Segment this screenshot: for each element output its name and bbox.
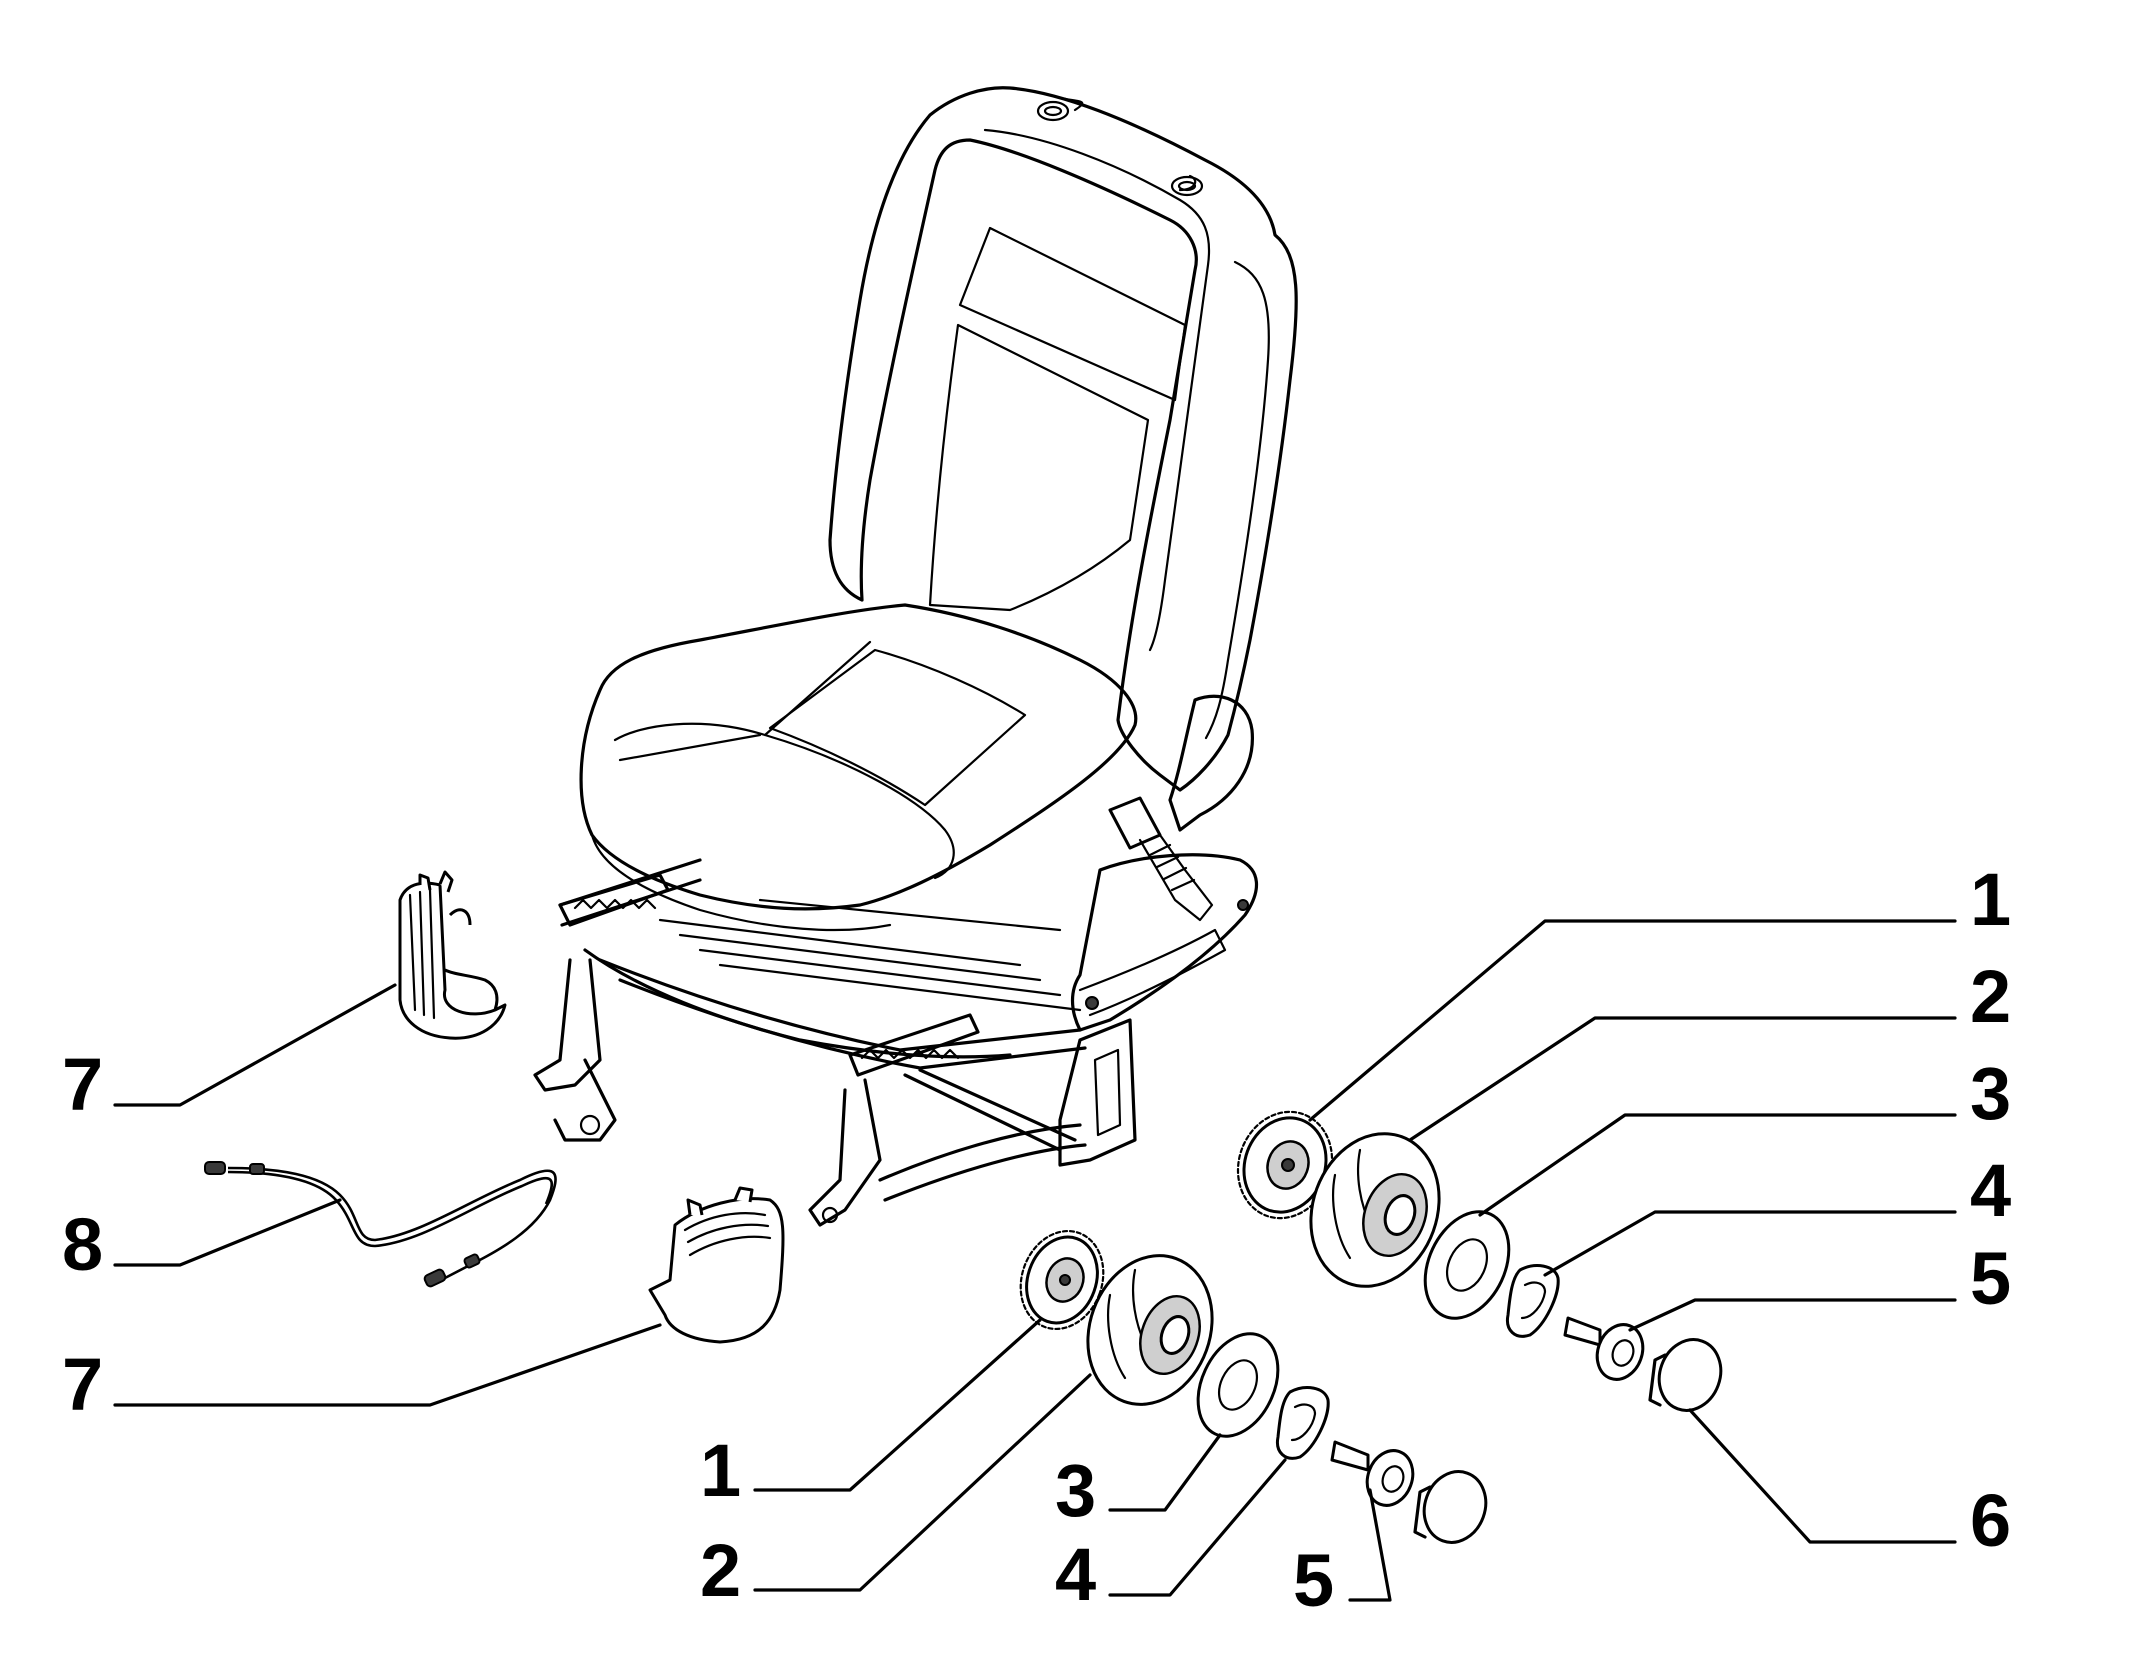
seat-cushion-front-edge (590, 833, 892, 932)
leader-2-upper (1408, 1016, 1957, 1142)
leader-8 (113, 1198, 342, 1267)
seat-frame-front (558, 858, 1012, 1059)
leader-2-lower (753, 1373, 1092, 1592)
callout-4-upper: 4 (1970, 1149, 2011, 1232)
leader-3-lower (1108, 1433, 1222, 1512)
seatbelt-buckle (1108, 796, 1162, 850)
rear-right-bracket (1058, 1018, 1137, 1167)
leader-7-lower (113, 1323, 662, 1407)
part-7-upper-trim-cover (398, 870, 507, 1040)
front-right-bracket (808, 1078, 882, 1227)
side-trim-screw (1085, 996, 1099, 1010)
backrest-upper-panel (958, 226, 1187, 402)
side-trim (1070, 853, 1259, 1032)
front-left-bracket (533, 958, 602, 1092)
trim-cover-lower-body (648, 1197, 785, 1344)
seat-cushion-outline (579, 603, 1138, 911)
callout-1-lower: 1 (700, 1429, 741, 1512)
seatbelt-stalk (1138, 833, 1214, 922)
trim-cover-upper-flange (444, 968, 499, 1011)
cable-strand-2 (227, 1170, 554, 1248)
leader-5-upper (1628, 1298, 1957, 1332)
trim-cover-upper-body (398, 881, 507, 1040)
callout-8: 8 (62, 1203, 103, 1286)
callout-4-lower: 4 (1055, 1533, 1096, 1616)
part-5-screw-lower (1330, 1440, 1415, 1507)
left-rail (558, 873, 670, 927)
callout-1-upper: 1 (1970, 858, 2011, 941)
part-2-knob-upper (1309, 1132, 1441, 1288)
callout-3-upper: 3 (1970, 1052, 2011, 1135)
part-8-cable (204, 1161, 557, 1288)
backrest-inner-edge (983, 128, 1211, 652)
headrest-hole-right (1170, 175, 1204, 197)
callout-numbers: 1 2 3 4 5 6 7 8 7 1 2 3 4 5 (62, 858, 2011, 1622)
front-right-bolt (821, 1206, 839, 1224)
headrest-hole-left (1036, 100, 1070, 122)
part-3-washer-upper (1423, 1210, 1511, 1320)
leader-5-lower (1348, 1488, 1392, 1602)
cable-ferrule-left (249, 1163, 265, 1175)
side-trim-screw-2 (1237, 899, 1249, 911)
trim-cover-lower-tabs (686, 1186, 754, 1216)
backrest-side-bolster (1204, 260, 1270, 740)
front-left-bolt-hole (579, 1114, 601, 1136)
cable-strand (227, 1166, 557, 1280)
trim-cover-upper-ribs (408, 888, 436, 1020)
leader-4-lower (1108, 1458, 1287, 1597)
cable-end-left (204, 1161, 226, 1175)
leader-4-upper (1543, 1210, 1957, 1277)
cable-ferrule-right (463, 1253, 481, 1269)
right-rail (848, 1013, 980, 1077)
headrest-hole-left-inner (1043, 105, 1063, 117)
seat-cushion-panel (768, 648, 1027, 807)
leader-1-lower (753, 1318, 1042, 1492)
callout-6: 6 (1970, 1479, 2011, 1562)
left-rail-teeth (573, 898, 657, 910)
part-3-washer-lower (1196, 1332, 1280, 1438)
leader-3-upper (1478, 1113, 1957, 1217)
part-7-lower-trim-cover (648, 1186, 785, 1344)
rear-right-bracket-inner (1093, 1048, 1122, 1137)
knob-assembly-lower (1019, 1229, 1488, 1544)
part-5-screw-upper (1563, 1316, 1645, 1381)
callout-3-lower: 3 (1055, 1449, 1096, 1532)
right-rail-teeth (860, 1048, 960, 1060)
seat-assembly (533, 86, 1298, 1227)
part-1-gear-upper (1236, 1110, 1334, 1220)
part-6-cap-upper (1648, 1338, 1723, 1412)
part-2-knob-lower (1086, 1254, 1214, 1406)
callout-7-lower: 7 (62, 1343, 103, 1426)
part-4-clip-lower (1275, 1386, 1330, 1460)
callout-2-lower: 2 (700, 1529, 741, 1612)
callout-5-lower: 5 (1293, 1539, 1334, 1622)
seat-frame-wire (658, 898, 1082, 1012)
callout-7-upper: 7 (62, 1043, 103, 1126)
side-trim-lever (1078, 928, 1227, 1017)
recliner-housing (1168, 694, 1254, 832)
seat-cushion-inner (613, 640, 955, 880)
callout-5-upper: 5 (1970, 1237, 2011, 1320)
diagonal-strut (903, 1068, 1077, 1152)
leader-1-upper (1308, 919, 1957, 1122)
leader-lines (113, 919, 1957, 1602)
leader-6 (1688, 1408, 1957, 1544)
center-strut (878, 1123, 1087, 1202)
leader-7-upper (113, 983, 397, 1107)
headrest-hole-right-inner (1177, 180, 1197, 192)
part-1-gear-lower (1019, 1229, 1105, 1331)
part-6-cap-lower (1413, 1470, 1488, 1544)
backrest-outline (828, 86, 1298, 792)
seatbelt-stalk-ribs (1148, 843, 1196, 892)
trim-cover-lower-ribs (683, 1212, 772, 1257)
backrest-lower-panel (928, 323, 1150, 612)
front-left-foot (553, 1058, 617, 1142)
part-4-clip-upper (1505, 1264, 1560, 1338)
trim-cover-upper-tabs (418, 870, 472, 926)
cable-end-right (423, 1268, 447, 1288)
knob-assembly-upper (1236, 1110, 1723, 1412)
callout-2-upper: 2 (1970, 955, 2011, 1038)
